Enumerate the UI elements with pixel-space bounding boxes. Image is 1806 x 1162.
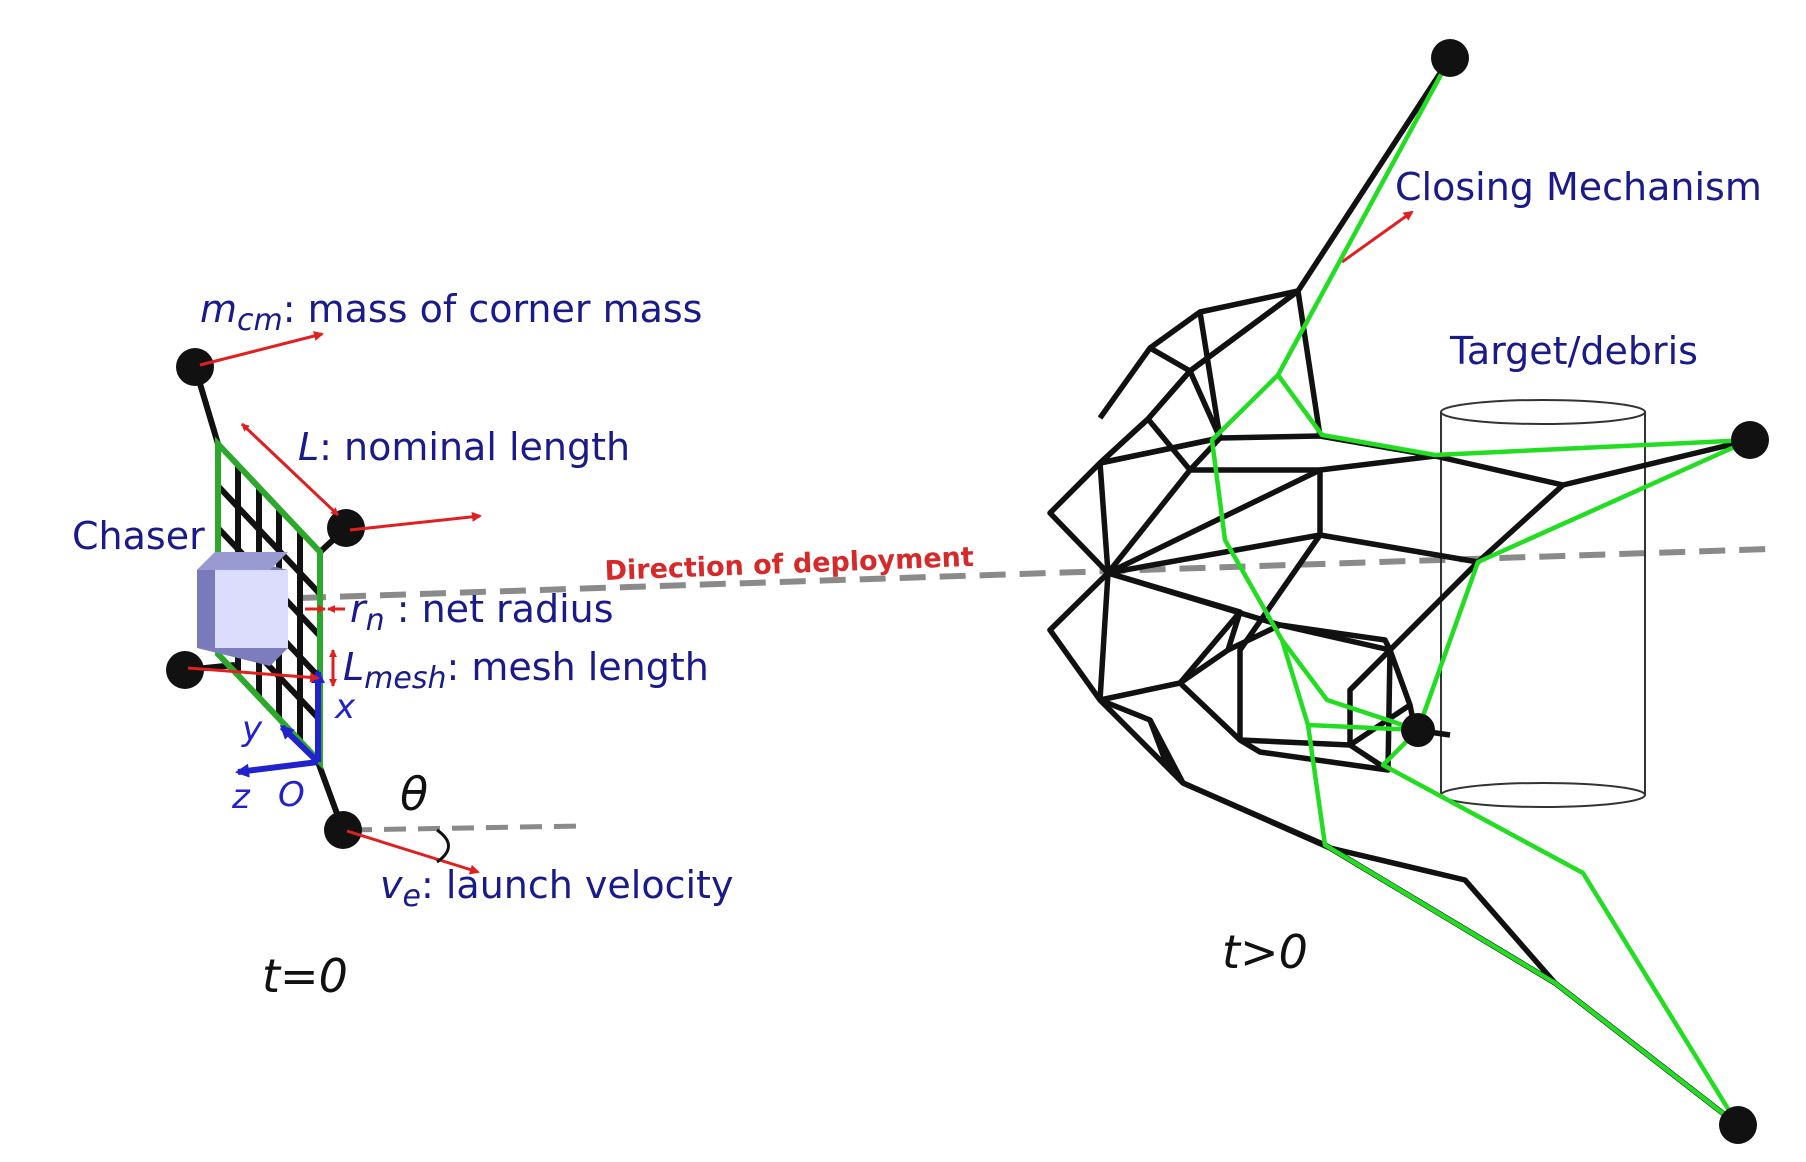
axis-z-label: z (231, 777, 251, 817)
time-initial-label: t=0 (262, 949, 348, 1003)
deployed-mass-bottom (1719, 1106, 1757, 1144)
launch-velocity-label: ve: launch velocity (380, 863, 733, 914)
angle-arc (436, 828, 450, 864)
target-cylinder (1440, 399, 1646, 808)
origin-label: O (278, 775, 305, 815)
chaser-cube (197, 552, 288, 666)
closing-mechanism-label: Closing Mechanism (1395, 165, 1762, 209)
angle-theta-label: θ (400, 767, 428, 821)
red-arrows (187, 210, 1414, 875)
deployed-mass-top (1431, 39, 1469, 77)
deployment-axis-line (299, 546, 1771, 601)
target-label: Target/debris (1449, 329, 1698, 373)
reference-dashed-line (349, 823, 581, 833)
corner-mass-bottom (324, 811, 362, 849)
time-later-label: t>0 (1222, 925, 1308, 979)
local-axes (235, 669, 325, 778)
axis-x-label: x (334, 687, 356, 727)
corner-mass-left (166, 651, 204, 689)
corner-mass-top (176, 348, 214, 386)
net-radius-label: rn : net radius (350, 587, 614, 638)
corner-mass-label: mcm: mass of corner mass (200, 287, 702, 338)
corner-mass-right (327, 509, 365, 547)
axis-y-label: y (241, 709, 263, 749)
deployed-mass-right (1731, 421, 1769, 459)
nominal-length-label: L: nominal length (298, 425, 630, 469)
mesh-length-label: Lmesh: mesh length (343, 645, 709, 696)
closing-mechanism (1209, 56, 1753, 1127)
deployed-mass-middle (1401, 713, 1435, 747)
chaser-label: Chaser (72, 514, 205, 558)
